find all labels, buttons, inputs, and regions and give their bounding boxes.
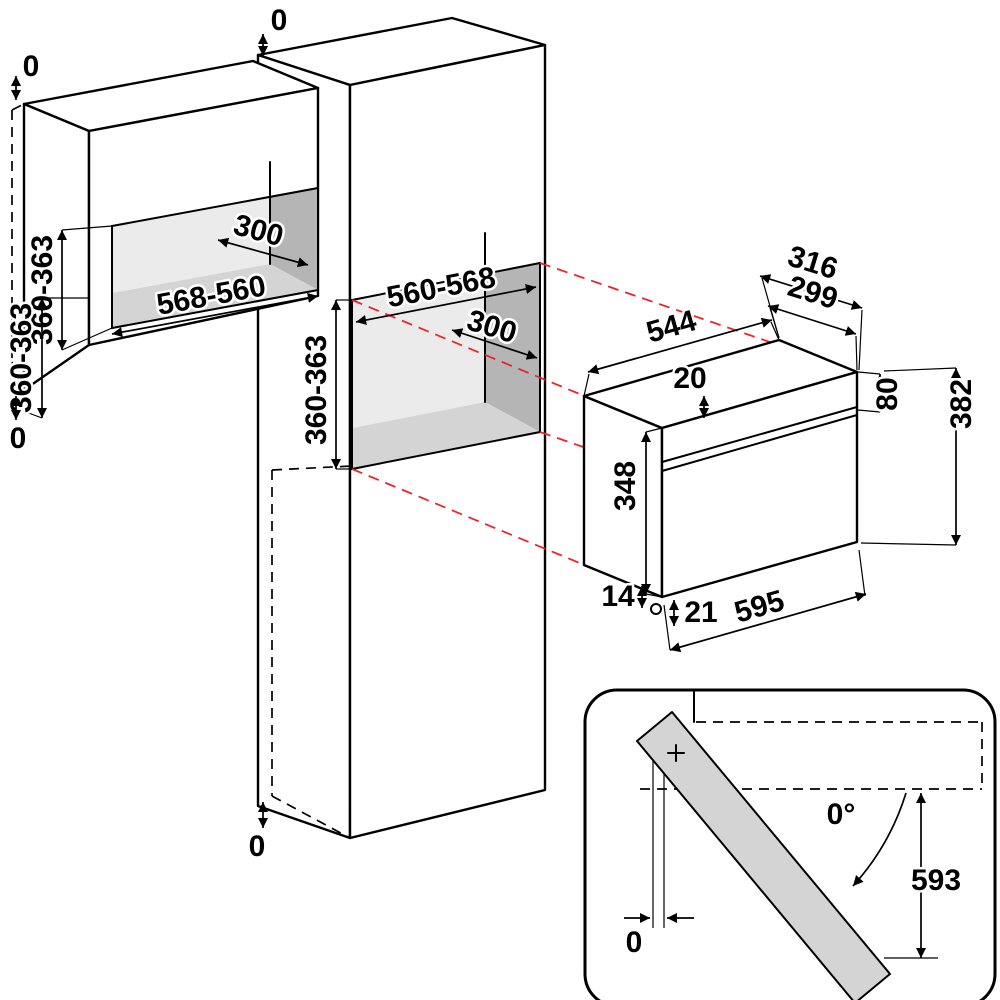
oven-width-label: 595 [731, 584, 788, 630]
tall-cabinet-hidden-edge-b [271, 795, 351, 839]
dim-tall-bottom-clearance: 0 [246, 802, 269, 866]
wall-bottom-clearance-label: 0 [10, 422, 27, 455]
oven-door-top-edge [661, 414, 858, 472]
oven-bottom-inset-label: 21 [684, 596, 717, 629]
wall-top-clearance-label: 0 [23, 50, 40, 83]
oven-top-inset-label: 20 [673, 362, 706, 395]
oven-control-panel-divider [661, 406, 858, 463]
dim-wall-niche-height-back: 360-363 [3, 297, 89, 419]
door-angle-label: 0° [827, 798, 856, 831]
door-angle-arc [852, 792, 907, 887]
oven-bottom-left-inset-label: 14 [601, 580, 635, 613]
wall-cabinet-hidden-back-b [11, 361, 25, 391]
dim-wall-side-clearance: 0 [257, 2, 290, 56]
tall-niche-height-label: 360-363 [300, 335, 333, 445]
oven-overall-height-label: 382 [945, 379, 978, 429]
tall-cabinet-hidden-edge-t [271, 465, 353, 471]
wall-cabinet-hidden-back-t [11, 103, 25, 111]
tall-bottom-clearance-label: 0 [249, 830, 266, 863]
oven-front-height-label: 348 [609, 461, 642, 511]
dim-wall-bottom-clearance: 0 [7, 396, 29, 458]
dim-tall-niche-height: 360-363 [298, 299, 352, 470]
detail-open-door [636, 711, 891, 1000]
hinge-offset-label: 0 [626, 926, 643, 959]
tall-niche-floor [352, 402, 540, 469]
dim-oven-front-height: 348 [607, 427, 663, 598]
dim-hinge-offset: 0 [623, 912, 694, 962]
wall-side-clearance-label: 0 [271, 4, 288, 37]
hinge-cross-marker [667, 744, 685, 762]
wall-niche-height-back-label: 360-363 [5, 303, 38, 413]
dim-oven-top-inset: 20 [671, 360, 709, 418]
oven-right-height-label: 80 [871, 377, 904, 410]
dim-oven-overall-height: 382 [860, 367, 981, 546]
door-clearance-label: 593 [911, 864, 961, 897]
oven-foot-screw [650, 603, 662, 615]
dim-oven-right-height: 80 [857, 371, 907, 413]
dim-wall-top-clearance: 0 [10, 48, 42, 100]
built-in-oven [582, 338, 859, 615]
dim-door-clearance: 593 [884, 793, 964, 959]
dim-oven-bottom-inset: 21 [668, 594, 720, 632]
dim-oven-bottom-left-inset: 14 [599, 578, 648, 616]
door-clearance-detail: 0° 593 0 [583, 688, 997, 1000]
